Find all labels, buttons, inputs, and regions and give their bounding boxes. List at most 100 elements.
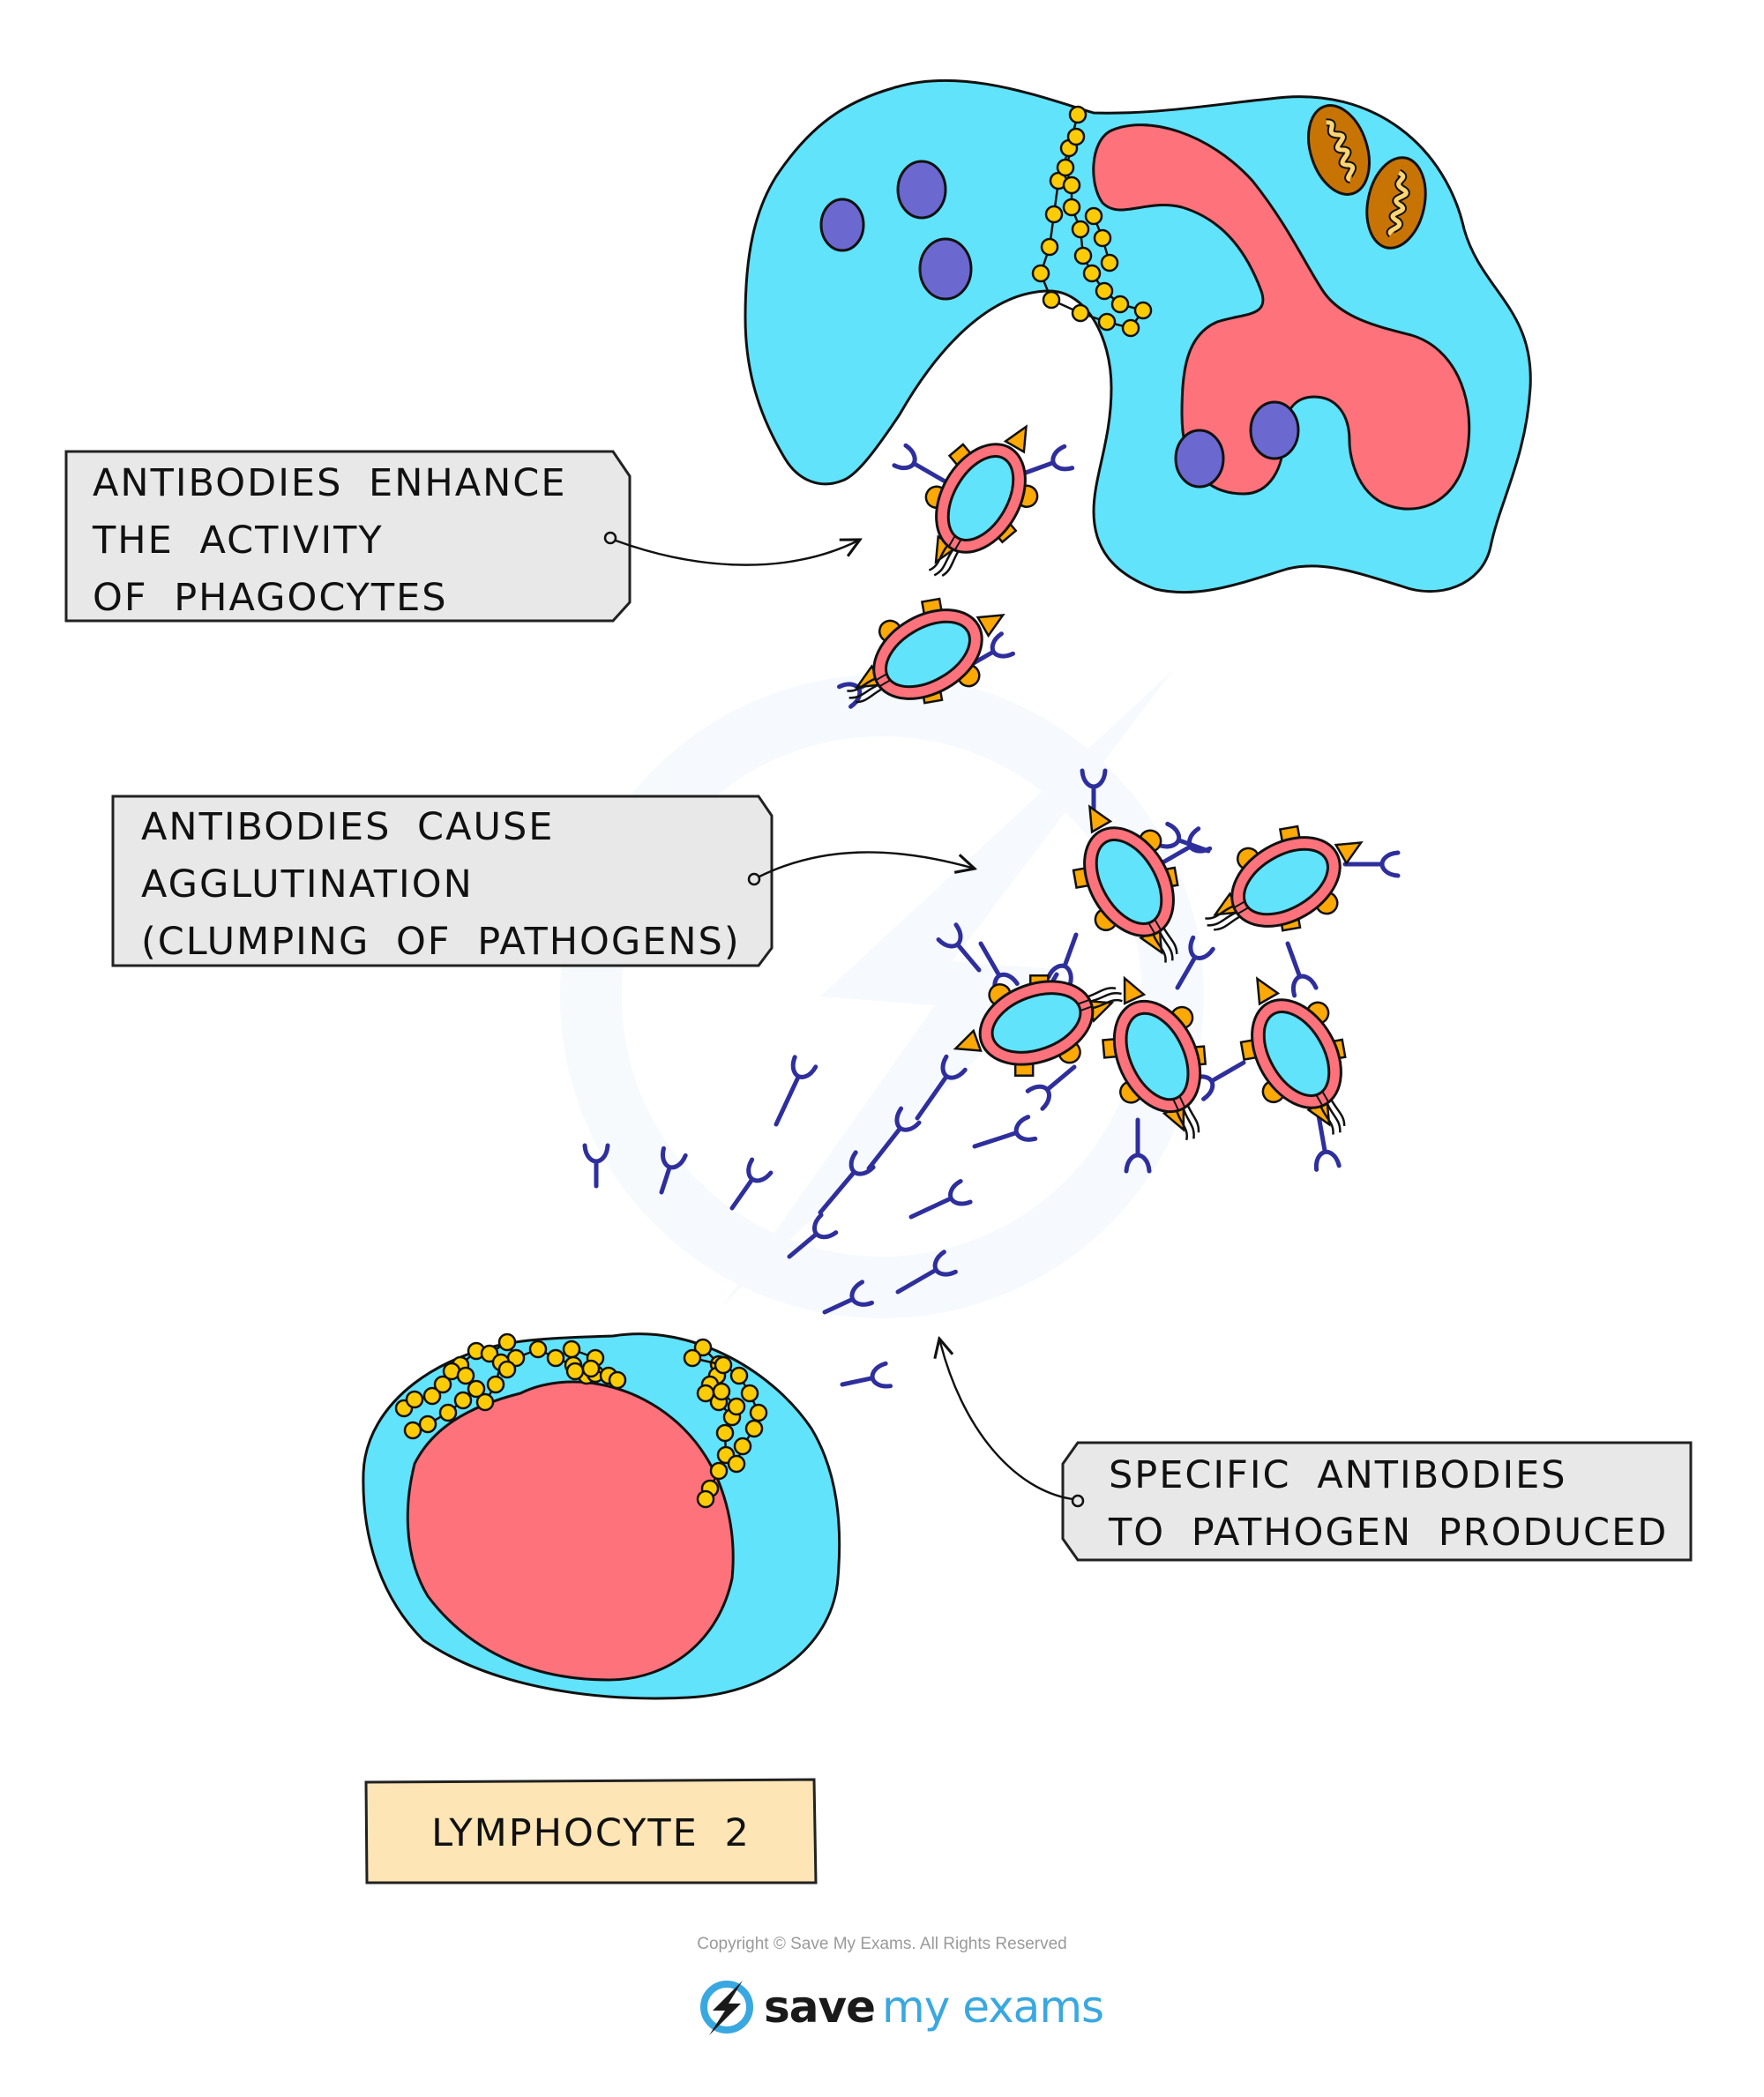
pathogen-pole <box>1233 900 1249 915</box>
arrow-to-clump <box>759 851 975 878</box>
watermark-logo <box>591 670 1173 1305</box>
ribosome <box>1062 198 1081 217</box>
antibody-shape <box>895 1250 958 1295</box>
ribosome <box>546 1348 565 1368</box>
antibody-shape <box>1313 1113 1342 1172</box>
antibody-shape <box>818 1150 876 1215</box>
flagella <box>1176 1105 1200 1141</box>
lightning-bolt-icon <box>700 1981 753 2035</box>
flagella <box>847 677 882 704</box>
phagocyte-cell <box>744 78 1532 594</box>
antibody-icon <box>1025 1064 1077 1111</box>
ribosome <box>608 1370 627 1390</box>
label-line: AGGLUTINATION <box>141 862 474 907</box>
ribosome <box>456 1366 475 1385</box>
ribosome <box>1071 303 1090 323</box>
antibody-shape <box>1046 932 1079 988</box>
antigen <box>1123 975 1147 1005</box>
ribosome <box>1031 264 1050 283</box>
pathogen-pole <box>1172 1096 1186 1111</box>
antibody-shape <box>787 1213 839 1259</box>
pathogen-cytoplasm <box>1243 847 1329 916</box>
antibody-shape <box>1124 1117 1152 1174</box>
ribosome <box>1121 318 1140 338</box>
pathogen-cytoplasm <box>885 620 971 689</box>
ribosome <box>528 1340 548 1359</box>
ribosome <box>433 1375 452 1394</box>
ribosome <box>1040 237 1059 257</box>
pathogen-cytoplasm <box>1262 1011 1331 1097</box>
ribosome <box>497 1332 517 1352</box>
pathogen-cytoplasm <box>990 992 1082 1054</box>
label-line: ANTIBODIES ENHANCE <box>93 461 567 505</box>
antibody-icon <box>787 1213 839 1259</box>
pathogen-pole <box>1078 998 1093 1011</box>
antigen <box>975 613 1005 638</box>
ribosome <box>1095 281 1114 301</box>
flagella <box>1205 905 1240 931</box>
ribosome <box>565 1362 585 1381</box>
ribosome <box>1042 290 1061 310</box>
antibody-icon <box>1046 932 1079 988</box>
ribosome <box>1044 205 1064 224</box>
copyright-notice: Copyright © Save My Exams. All Rights Re… <box>697 1935 1067 1953</box>
pathogen-pole <box>875 673 891 688</box>
antibody-shape <box>582 1143 610 1189</box>
pathogen <box>1072 804 1179 963</box>
antibody-shape <box>840 1361 893 1389</box>
antigen <box>1255 976 1281 1006</box>
label-line: THE ACTIVITY <box>92 519 384 563</box>
antibody-icon <box>1313 1113 1342 1172</box>
phagocyte-nucleus <box>1092 123 1471 511</box>
antigen <box>1334 840 1364 866</box>
ribosome <box>1062 175 1081 195</box>
pathogen-pole <box>1315 1091 1330 1107</box>
ribosome <box>1100 253 1119 272</box>
arrow-to-antibodies <box>939 1339 1073 1501</box>
pathogen-pole <box>1147 919 1162 935</box>
flagella <box>1319 1100 1346 1135</box>
ribosome <box>1084 206 1103 226</box>
pathogen-cytoplasm <box>1125 1011 1190 1101</box>
ribosome <box>1110 295 1130 314</box>
ribosome <box>422 1386 442 1406</box>
antibody-icon <box>818 1150 876 1215</box>
vesicle <box>819 198 865 252</box>
ribosome <box>438 1403 458 1422</box>
antibody-icon <box>936 922 982 973</box>
antibody-icon <box>895 1250 958 1295</box>
antibody-shape <box>774 1055 818 1127</box>
flagella <box>928 545 960 577</box>
rough-er <box>1031 105 1153 338</box>
flagella <box>1152 928 1178 963</box>
ribosome <box>683 1348 702 1368</box>
logo-word-save: save <box>764 1981 876 2033</box>
save-my-exams-logo[interactable]: save my exams <box>697 1972 1104 2042</box>
ribosome <box>1066 127 1086 146</box>
pathogen-cytoplasm <box>1095 839 1163 925</box>
ribosome <box>1073 246 1093 265</box>
ribosome <box>475 1392 495 1412</box>
ribosome <box>403 1421 422 1440</box>
pathogen <box>924 424 1039 577</box>
ribosome <box>727 1454 746 1474</box>
antibody-icon <box>866 1106 922 1171</box>
ribosome <box>581 1359 601 1378</box>
label-phagocytes: ANTIBODIES ENHANCE THE ACTIVITY OF PHAGO… <box>64 450 860 623</box>
antibody-icon <box>1175 935 1215 990</box>
antibody-shape <box>1342 850 1401 878</box>
antibody-shape <box>972 1115 1038 1149</box>
antibody-icon <box>1124 1117 1152 1174</box>
label-line: (CLUMPING OF PATHOGENS) <box>141 920 741 964</box>
arrow-to-phagocyte <box>615 540 860 566</box>
antibody-icon <box>774 1055 818 1127</box>
ribosome <box>733 1437 752 1456</box>
label-line: TO PATHOGEN PRODUCED <box>1108 1511 1668 1555</box>
antibody-icon <box>1342 850 1401 878</box>
phagocyte-membrane <box>744 78 1532 594</box>
antigen <box>953 1028 983 1052</box>
ribosome <box>1093 228 1112 248</box>
lymphocyte-cell <box>362 1332 841 1700</box>
antibody-icon <box>892 443 951 486</box>
